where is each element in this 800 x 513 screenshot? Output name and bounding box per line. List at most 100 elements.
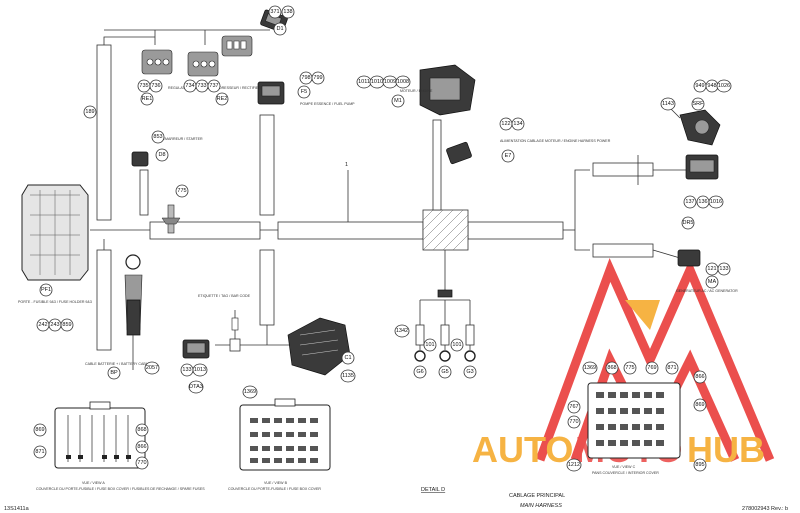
- callout-text: D8: [158, 152, 165, 158]
- main-harness-label: 1: [345, 162, 348, 168]
- callout-c1013: 1013: [192, 363, 208, 377]
- callout-c134: 134: [511, 117, 525, 131]
- callout-cRE2: RE2: [215, 92, 229, 106]
- callout-text: G3: [466, 369, 473, 375]
- callout-cC1: C1: [341, 351, 355, 365]
- connector-rectifier: [187, 51, 219, 77]
- callout-text: 1009: [384, 79, 396, 85]
- connector-regulator: [141, 49, 173, 75]
- callout-text: 895: [695, 462, 704, 468]
- label-fuel-pump: POMPE ESSENCE / FUEL PUMP: [300, 102, 355, 106]
- label-view-c: VUE / VIEW C: [612, 465, 636, 469]
- callout-text: 242: [38, 322, 47, 328]
- callout-text: 871: [35, 449, 44, 455]
- callout-text: 775: [177, 188, 186, 194]
- callout-text: 769: [647, 365, 656, 371]
- callout-c871b: 871: [665, 361, 679, 375]
- callout-c137: 137: [683, 195, 697, 209]
- callout-text: RE1: [142, 96, 153, 102]
- callout-c869b: 869: [693, 398, 707, 412]
- callout-cDR5: DR5: [681, 216, 695, 230]
- callout-c799: 799: [311, 71, 325, 85]
- callout-c735: 735: [137, 79, 151, 93]
- callout-c1342: 1342: [394, 324, 410, 338]
- callout-c948: 948: [705, 79, 719, 93]
- callout-text: D1: [276, 26, 283, 32]
- callout-c122: 122: [499, 117, 513, 131]
- callout-c734: 734: [183, 79, 197, 93]
- callout-text: 767: [569, 404, 578, 410]
- callout-c798: 798: [299, 71, 313, 85]
- callout-c767: 767: [567, 400, 581, 414]
- callout-c871: 871: [33, 445, 47, 459]
- connector-generator: [677, 249, 701, 267]
- footer-left-code: 13S1411a: [4, 506, 30, 512]
- callout-text: 1369: [244, 389, 256, 395]
- label-rectifier: REDRESSEUR / RECTIFIER: [214, 86, 261, 90]
- callout-cF5: F5: [297, 85, 311, 99]
- callout-c733: 733: [195, 79, 209, 93]
- callout-c1143: 1143: [660, 97, 676, 111]
- callout-text: 1016: [710, 199, 722, 205]
- callout-text: 949: [695, 83, 704, 89]
- connector-engine: [419, 64, 476, 116]
- callout-text: 868: [607, 365, 616, 371]
- callout-cE7: E7: [501, 149, 515, 163]
- callout-text: 133: [182, 367, 191, 373]
- callout-text: 189: [85, 109, 94, 115]
- view-a-fuse-box: [54, 401, 146, 469]
- footer-subtitle: MAIN HARNESS: [520, 503, 562, 509]
- callout-c895: 895: [693, 458, 707, 472]
- callout-c133a: 133: [717, 262, 731, 276]
- callout-text: 868: [137, 427, 146, 433]
- callout-text: 853: [153, 134, 162, 140]
- view-c-fuse-box: [587, 382, 681, 459]
- callout-text: 770: [569, 419, 578, 425]
- callout-text: 770: [137, 460, 146, 466]
- callout-cD1: D1: [273, 22, 287, 36]
- callout-c371: 371: [268, 5, 282, 19]
- text-labels: 1 REGULATEUR / REGULATOR REDRESSEUR / RE…: [18, 86, 738, 491]
- callout-c770b: 770: [567, 415, 581, 429]
- label-power: ALIMENTATION CABLAGE MOTEUR / ENGINE HAR…: [500, 139, 611, 143]
- callout-text: 1026: [718, 83, 730, 89]
- label-view-b: VUE / VIEW B: [264, 481, 288, 485]
- callout-c1016: 1016: [708, 195, 724, 209]
- callout-c1369b: 1369: [582, 361, 598, 375]
- callout-text: 1013: [194, 367, 206, 373]
- callout-text: F5: [301, 89, 307, 95]
- callout-text: C1: [344, 355, 351, 361]
- sensor-srf: [661, 99, 721, 146]
- callout-c769: 769: [645, 361, 659, 375]
- caption-view-c: PANS COUVERCLE / INTERIOR COVER: [592, 471, 659, 475]
- callout-text: DR5: [682, 220, 693, 226]
- callout-c775: 775: [175, 184, 189, 198]
- callout-text: 734: [185, 83, 194, 89]
- callout-c101a: 101: [423, 338, 437, 352]
- callout-text: 1369: [584, 365, 596, 371]
- callout-text: 859: [62, 322, 71, 328]
- callout-cD8: D8: [155, 148, 169, 162]
- callout-text: 1342: [396, 328, 408, 334]
- callout-text: G5: [441, 369, 448, 375]
- callout-cG3: G3: [463, 365, 477, 379]
- callout-text: 1011: [358, 79, 370, 85]
- connector-starter: [131, 151, 149, 167]
- callout-c1026: 1026: [716, 79, 732, 93]
- label-generator: GENERATEUR AC / AC GENERATOR: [676, 289, 738, 293]
- callout-c949: 949: [693, 79, 707, 93]
- callout-text: 869: [35, 427, 44, 433]
- callout-text: 869: [695, 402, 704, 408]
- callout-text: 948: [707, 83, 716, 89]
- callout-text: 1143: [662, 101, 674, 107]
- callout-text: 798: [301, 75, 310, 81]
- harness-wires: [90, 29, 690, 352]
- callout-c737: 737: [207, 79, 221, 93]
- callout-text: 735: [139, 83, 148, 89]
- callout-text: PF1: [41, 287, 51, 293]
- callout-c853: 853: [151, 130, 165, 144]
- callout-c1010: 1010: [369, 75, 385, 89]
- callout-c866: 866: [135, 440, 149, 454]
- label-engine: MOTEUR / ENGINE: [400, 89, 433, 93]
